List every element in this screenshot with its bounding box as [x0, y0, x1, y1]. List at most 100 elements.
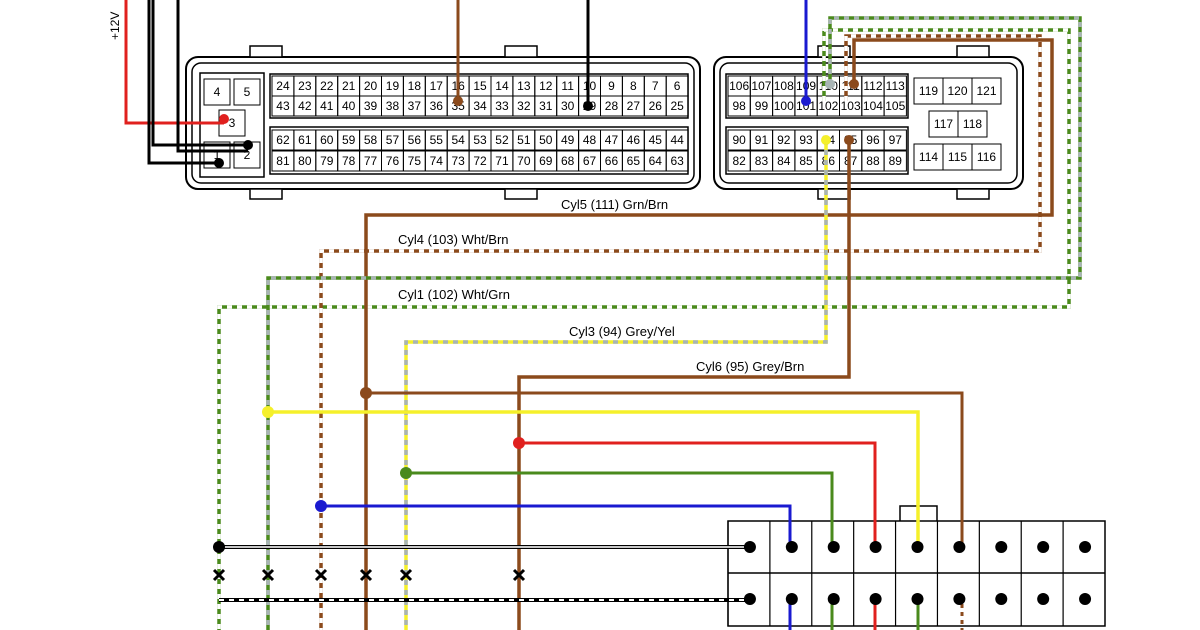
- pin-label: 80: [298, 154, 312, 168]
- pin-label: 118: [963, 117, 982, 131]
- pin-label: 1: [214, 148, 221, 162]
- harness-pin: [785, 541, 798, 553]
- label-cyl1: Cyl1 (102) Wht/Grn: [398, 287, 510, 302]
- pin-label: 98: [732, 99, 746, 113]
- pin-label: 5: [244, 85, 251, 99]
- pin-label: 23: [298, 79, 312, 93]
- pin-label: 76: [386, 154, 400, 168]
- pin-label: 113: [886, 79, 905, 93]
- pin-label: 117: [934, 117, 953, 131]
- pin-label: 88: [866, 154, 880, 168]
- pin-label: 74: [430, 154, 444, 168]
- pin-label: 66: [605, 154, 619, 168]
- pin-label: 52: [495, 133, 509, 147]
- pin-label: 60: [320, 133, 334, 147]
- pin-118: 118: [957, 110, 988, 138]
- pin-label: 103: [841, 99, 861, 113]
- pin-label: 55: [430, 133, 444, 147]
- pin-label: 4: [214, 85, 221, 99]
- pin-label: 21: [342, 79, 356, 93]
- wire-cyl5: [364, 38, 1054, 630]
- pin-label: 92: [777, 133, 791, 147]
- pin-label: 72: [473, 154, 487, 168]
- harness-pin: [953, 593, 966, 605]
- pin-label: 15: [473, 79, 487, 93]
- pin-label: 61: [298, 133, 312, 147]
- pin-label: 17: [430, 79, 444, 93]
- pin-label: 81: [276, 154, 290, 168]
- pin-label: 2: [244, 148, 251, 162]
- harness-pin: [1037, 541, 1050, 553]
- pin-label: 63: [670, 154, 684, 168]
- pin-label: 10: [583, 79, 597, 93]
- pin-label: 39: [364, 99, 378, 113]
- cross-mark: [512, 568, 526, 582]
- harness-pin: [743, 593, 756, 605]
- pin-label: 68: [561, 154, 575, 168]
- harness-pin: [911, 593, 924, 605]
- power-pin-4: 4: [203, 78, 231, 106]
- pin-label: 25: [670, 99, 684, 113]
- injector-wires: [217, 16, 1082, 630]
- harness-pin: [869, 541, 882, 553]
- cross-mark: [314, 568, 328, 582]
- pin-label: 36: [430, 99, 444, 113]
- pin-label: 28: [605, 99, 619, 113]
- pin-label: 56: [408, 133, 422, 147]
- pin-label: 53: [473, 133, 487, 147]
- pin-label: 112: [863, 79, 882, 93]
- power-pin-1: 1: [203, 141, 231, 169]
- pin-25: 25: [665, 95, 689, 117]
- harness-pin: [1037, 593, 1050, 605]
- pin-label: 78: [342, 154, 356, 168]
- pin-label: 50: [539, 133, 553, 147]
- label-cyl4: Cyl4 (103) Wht/Brn: [398, 232, 509, 247]
- pin-label: 114: [919, 150, 938, 164]
- pin-label: 47: [605, 133, 619, 147]
- harness-pin: [995, 593, 1008, 605]
- label-cyl3: Cyl3 (94) Grey/Yel: [569, 324, 675, 339]
- wire-cyl3: [404, 135, 831, 630]
- label-cyl6: Cyl6 (95) Grey/Brn: [696, 359, 804, 374]
- pin-label: 32: [517, 99, 531, 113]
- pin-label: 41: [320, 99, 334, 113]
- cross-mark: [399, 568, 413, 582]
- pin-label: 58: [364, 133, 378, 147]
- pin-label: 26: [649, 99, 663, 113]
- pin-label: 51: [517, 133, 531, 147]
- cross-mark: [261, 568, 275, 582]
- cross-mark: [359, 568, 373, 582]
- pin-label: 101: [796, 99, 816, 113]
- pin-label: 34: [473, 99, 487, 113]
- wire-cyl1: [217, 28, 1071, 630]
- pin-label: 70: [517, 154, 531, 168]
- ecu-signal-wires: [453, 0, 811, 111]
- pin-label: 115: [948, 150, 967, 164]
- pin-label: 97: [889, 133, 903, 147]
- pin-label: 30: [561, 99, 575, 113]
- pin-label: 75: [408, 154, 422, 168]
- pin-label: 13: [517, 79, 531, 93]
- pin-label: 82: [732, 154, 746, 168]
- pin-label: 102: [818, 99, 838, 113]
- pin-label: 108: [774, 79, 794, 93]
- pin-label: 87: [844, 154, 858, 168]
- pin-label: 45: [649, 133, 663, 147]
- pin-label: 65: [627, 154, 641, 168]
- pin-label: 77: [364, 154, 378, 168]
- pin-label: 62: [276, 133, 290, 147]
- pin-label: 69: [539, 154, 553, 168]
- pin-121: 121: [971, 77, 1002, 105]
- power-pin-block: [199, 72, 265, 178]
- pin-label: 96: [866, 133, 880, 147]
- pin-label: 90: [732, 133, 746, 147]
- pin-label: 31: [539, 99, 553, 113]
- pin-label: 37: [408, 99, 422, 113]
- pin-label: 46: [627, 133, 641, 147]
- harness-pin: [911, 541, 924, 553]
